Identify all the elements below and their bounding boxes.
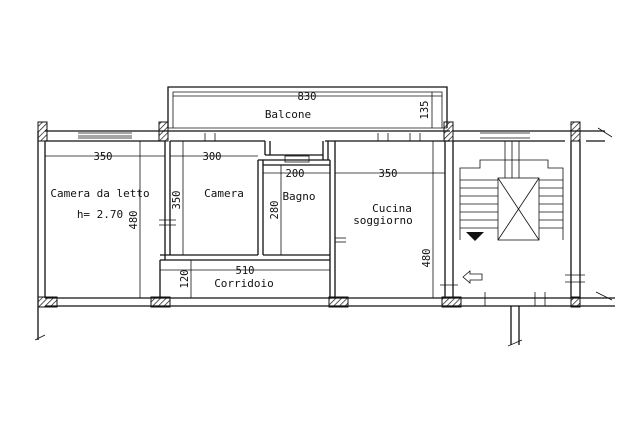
room-label-balcone: Balcone <box>265 108 311 121</box>
stairwell <box>453 127 613 347</box>
room-label-camera: Camera <box>204 187 244 200</box>
camera-width-label: 300 <box>203 151 222 163</box>
bagno-width-label: 200 <box>286 168 305 180</box>
top-exterior-wall <box>45 130 450 142</box>
camera-depth-label: 350 <box>171 191 183 210</box>
room-label-camera-da-letto: Camera da letto <box>50 187 149 200</box>
room-label-corridoio: Corridoio <box>214 277 274 290</box>
bottom-exterior-wall <box>45 297 615 307</box>
entrance-arrow-icon <box>462 270 483 284</box>
height-note: h= 2.70 <box>77 208 123 221</box>
bagno-depth-label: 280 <box>269 201 281 220</box>
corridoio-width-label: 510 <box>236 265 255 277</box>
left-exterior-wall <box>34 131 46 341</box>
dimension-lines <box>45 92 445 298</box>
corridoio-depth-label: 120 <box>179 270 191 289</box>
camera-letto-depth-label: 480 <box>128 211 140 230</box>
cucina-depth-label: 480 <box>421 249 433 268</box>
balcony-outline <box>167 86 448 129</box>
stair-down-arrow-icon <box>466 232 484 241</box>
interior-walls <box>159 141 585 298</box>
balcone-depth-label: 135 <box>419 101 431 120</box>
room-label-cucina: Cucina <box>372 202 412 215</box>
cucina-width-label: 350 <box>379 168 398 180</box>
camera-letto-width-label: 350 <box>94 151 113 163</box>
balcone-width-label: 830 <box>298 91 317 103</box>
room-label-bagno: Bagno <box>282 190 315 203</box>
room-label-soggiorno: soggiorno <box>353 214 413 227</box>
